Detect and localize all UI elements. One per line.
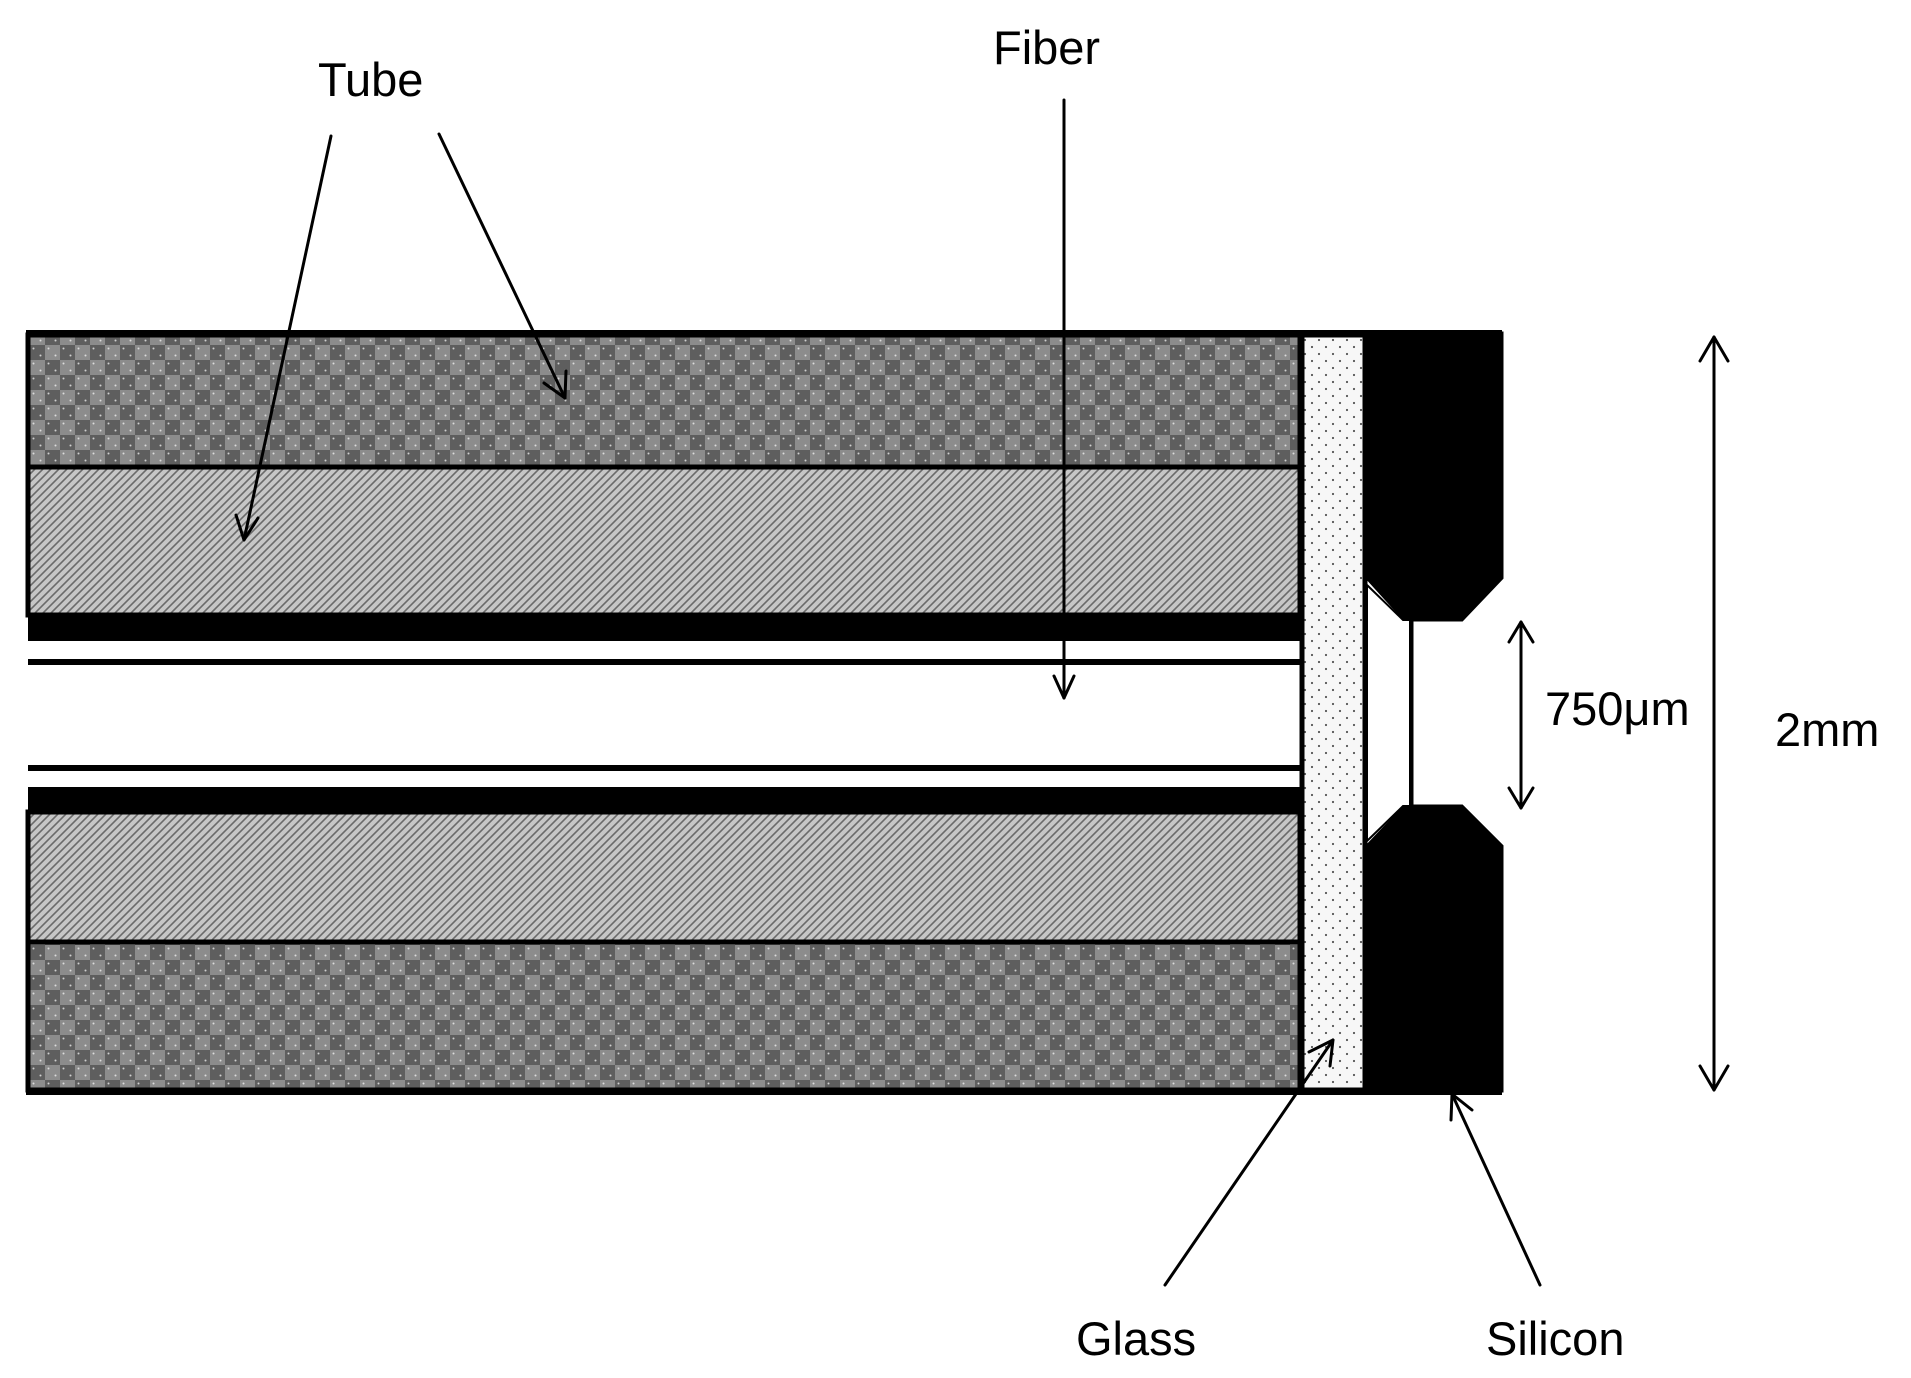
fiber-cladding-top xyxy=(28,641,1300,659)
fiber xyxy=(28,615,1300,812)
fiber-core-line-bottom xyxy=(28,765,1300,771)
tube-label: Tube xyxy=(318,53,423,106)
glass-plate xyxy=(1299,332,1368,1093)
fiber-core xyxy=(28,665,1300,765)
inner-tube-bottom xyxy=(25,809,1303,945)
height-dimension-label: 2mm xyxy=(1775,703,1879,756)
silicon-arrow xyxy=(1449,1092,1542,1287)
silicon-label: Silicon xyxy=(1486,1312,1624,1365)
outer-tube-bottom xyxy=(25,939,1303,1093)
fiber-core-line-top xyxy=(28,659,1300,665)
fiber-label: Fiber xyxy=(993,21,1100,74)
fiber-arrow xyxy=(1052,98,1076,700)
glass-label: Glass xyxy=(1076,1312,1196,1365)
inner-tube-top xyxy=(25,464,1303,618)
fiber-cladding-bottom xyxy=(28,771,1300,787)
gap-dimension-label: 750μm xyxy=(1545,682,1690,735)
outer-tube-top xyxy=(25,332,1303,470)
height-dimension-arrow xyxy=(1698,335,1730,1092)
gap-dimension-arrow xyxy=(1507,620,1535,810)
fiber-jacket-top xyxy=(28,615,1300,641)
tube-arrow-right xyxy=(437,132,568,400)
tube-arrow-left xyxy=(234,134,333,542)
glass-arrow xyxy=(1163,1038,1335,1287)
silicon-cavity xyxy=(1366,582,1411,844)
fiber-jacket-bottom xyxy=(28,787,1300,812)
